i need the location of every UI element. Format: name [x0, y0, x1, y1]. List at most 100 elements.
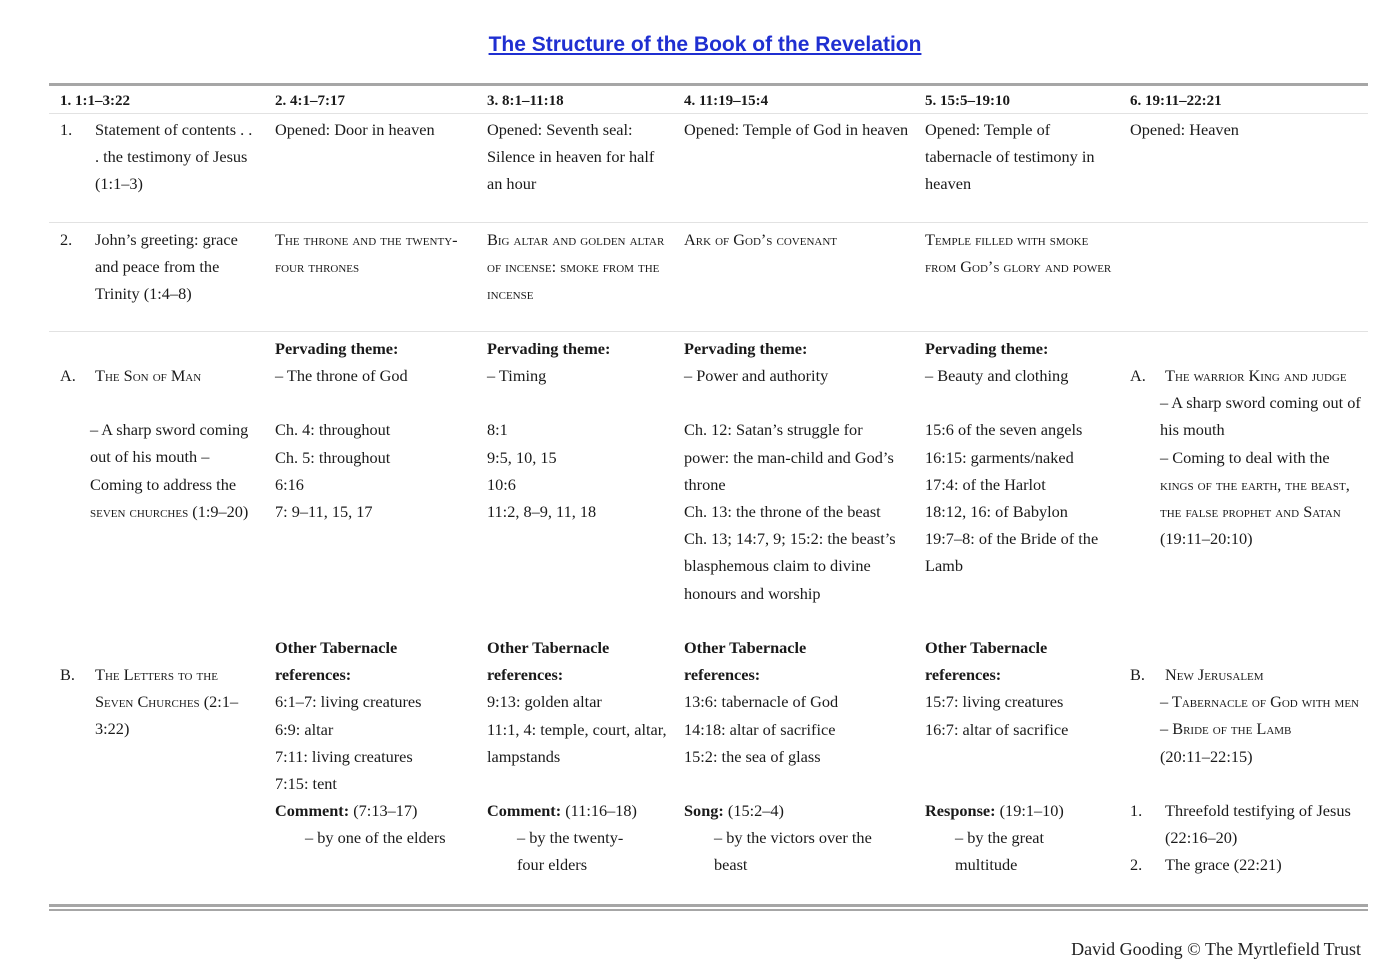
row1-col3: Opened: Seventh seal: Silence in heaven …: [487, 120, 655, 194]
row4-col2: Other Tabernacle references: 6:1–7: livi…: [275, 634, 475, 852]
theme-text: – The throne of God: [275, 366, 408, 386]
page-title: The Structure of the Book of the Revelat…: [488, 33, 922, 56]
column-header-2: 2. 4:1–7:17: [275, 93, 345, 109]
list-number: A.: [1130, 366, 1146, 385]
section-title: The Son of Man: [95, 366, 202, 385]
row3-col3: Pervading theme: – Timing 8:1 9:5, 10, 1…: [487, 335, 672, 525]
comment-ref: (7:13–17): [353, 801, 418, 821]
row3-col6: A. The warrior King and judge – A sharp s…: [1130, 362, 1365, 552]
ref-line: Ch. 13; 14:7, 9; 15:2: the beast’s blasp…: [684, 529, 896, 603]
comment-label: Song:: [684, 801, 724, 821]
row4-col6: B. New Jerusalem – Tabernacle of God with…: [1130, 661, 1365, 878]
row1-col5: Opened: Temple of tabernacle of testimon…: [925, 120, 1095, 194]
body-text: – A sharp sword coming out of his mouth …: [90, 420, 249, 494]
column-header-5: 5. 15:5–19:10: [925, 93, 1010, 109]
section-title: New Jerusalem: [1165, 665, 1264, 684]
row3-col2: Pervading theme: – The throne of God Ch.…: [275, 335, 475, 525]
comment-by: – by one of the elders: [305, 828, 446, 848]
list-number: B.: [60, 665, 75, 684]
ref-line: 7:15: tent: [275, 774, 337, 794]
comment-by: – by the twenty-four elders: [517, 828, 624, 875]
ref-line: 9:5, 10, 15: [487, 447, 557, 467]
list-number: A.: [60, 366, 76, 385]
row3-col5: Pervading theme: – Beauty and clothing 1…: [925, 335, 1120, 580]
section-title: The warrior King and judge: [1165, 366, 1347, 385]
ref-line: Ch. 4: throughout: [275, 420, 391, 440]
section-body: – Tabernacle of God with men: [1160, 692, 1360, 712]
column-header-1: 1. 1:1–3:22: [60, 93, 130, 109]
small-caps-text: kings of the earth, the beast, the false…: [1160, 474, 1350, 522]
reference-text: (20:11–22:15): [1160, 746, 1253, 766]
bottom-rule: [49, 904, 1368, 907]
ref-line: 15:7: living creatures: [925, 692, 1064, 712]
theme-label: Pervading theme:: [925, 339, 1049, 358]
theme-label: Pervading theme:: [684, 339, 808, 358]
section-body: – A sharp sword coming out of his mouth …: [60, 416, 260, 525]
ref-line: 6:16: [275, 474, 304, 494]
section-body: – Bride of the Lamb: [1160, 719, 1292, 739]
row4-col3: Other Tabernacle references: 9:13: golde…: [487, 634, 672, 879]
ref-line: 10:6: [487, 474, 516, 494]
row3-col4: Pervading theme: – Power and authority C…: [684, 335, 909, 607]
top-rule: [49, 83, 1368, 86]
ref-line: 6:9: altar: [275, 719, 334, 739]
section-body: – Coming to deal with the kings of the e…: [1130, 444, 1365, 553]
row4-col5: Other Tabernacle references: 15:7: livin…: [925, 634, 1120, 878]
theme-text: – Power and authority: [684, 366, 829, 386]
row2-col1: 2. John’s greeting: grace and peace from …: [60, 226, 260, 308]
theme-text: – Timing: [487, 366, 547, 386]
comment-line: Response: (19:1–10): [925, 797, 1120, 824]
theme-text: – Beauty and clothing: [925, 366, 1069, 386]
comment-ref: (11:16–18): [565, 801, 637, 821]
ref-line: 16:15: garments/naked: [925, 447, 1074, 467]
ref-line: Ch. 12: Satan’s struggle for power: the …: [684, 420, 894, 494]
other-references-label: Other Tabernacle references:: [925, 638, 1048, 685]
list-number: B.: [1130, 665, 1145, 684]
ref-line: 8:1: [487, 420, 508, 440]
ref-line: Ch. 13: the throne of the beast: [684, 502, 881, 522]
comment-label: Comment:: [275, 801, 350, 821]
comment-line: Comment: (11:16–18): [487, 797, 672, 824]
list-text: The grace (22:21): [1165, 855, 1282, 875]
body-text: – Coming to deal with the: [1160, 447, 1330, 467]
ref-line: 19:7–8: of the Bride of the Lamb: [925, 529, 1099, 576]
row4-col1: B.The Letters to the Seven Churches (2:1…: [60, 661, 260, 743]
row-divider: [49, 331, 1368, 332]
row2-col4: Ark of God’s covenant: [684, 230, 837, 249]
list-text: Statement of contents . . . the testimon…: [95, 120, 253, 194]
row1-col6: Opened: Heaven: [1130, 120, 1239, 139]
bottom-rule: [49, 909, 1368, 911]
ref-line: 6:1–7: living creatures: [275, 692, 422, 712]
list-text: Threefold testifying of Jesus (22:16–20): [1165, 800, 1351, 848]
list-number: 2.: [60, 230, 73, 249]
other-references-label: Other Tabernacle references:: [275, 638, 398, 685]
row2-col2: The throne and the twenty-four thrones: [275, 230, 458, 277]
row1-col2: Opened: Door in heaven: [275, 120, 435, 139]
ref-line: 18:12, 16: of Babylon: [925, 502, 1068, 522]
ref-line: 15:6 of the seven angels: [925, 420, 1083, 440]
row2-col5: Temple filled with smoke from God’s glor…: [925, 230, 1112, 277]
comment-line: Song: (15:2–4): [684, 797, 909, 824]
ref-line: 13:6: tabernacle of God: [684, 692, 839, 712]
ref-line: 7: 9–11, 15, 17: [275, 502, 373, 522]
list-number: 2.: [1130, 855, 1143, 875]
row2-col3: Big altar and golden altar of incense: s…: [487, 230, 665, 304]
list-text: John’s greeting: grace and peace from th…: [95, 230, 238, 304]
reference-text: (19:11–20:10): [1160, 529, 1253, 549]
small-caps-text: seven churches: [90, 501, 189, 521]
ref-line: 11:2, 8–9, 11, 18: [487, 502, 597, 522]
column-header-4: 4. 11:19–15:4: [684, 93, 769, 109]
ref-line: 14:18: altar of sacrifice: [684, 719, 836, 739]
other-references-label: Other Tabernacle references:: [487, 638, 610, 685]
comment-line: Comment: (7:13–17): [275, 797, 475, 824]
list-number: 1.: [60, 120, 73, 139]
theme-label: Pervading theme:: [275, 339, 399, 358]
list-number: 1.: [1130, 800, 1143, 820]
ref-line: Ch. 5: throughout: [275, 447, 391, 467]
ref-line: 15:2: the sea of glass: [684, 746, 821, 766]
reference-text: (1:9–20): [192, 501, 249, 521]
section-body: – A sharp sword coming out of his mouth: [1160, 393, 1361, 440]
ref-line: 11:1, 4: temple, court, altar, lampstand…: [487, 719, 667, 766]
row1-col1: 1. Statement of contents . . . the testim…: [60, 116, 260, 198]
row3-col1: A. The Son of Man – A sharp sword coming …: [60, 362, 260, 525]
